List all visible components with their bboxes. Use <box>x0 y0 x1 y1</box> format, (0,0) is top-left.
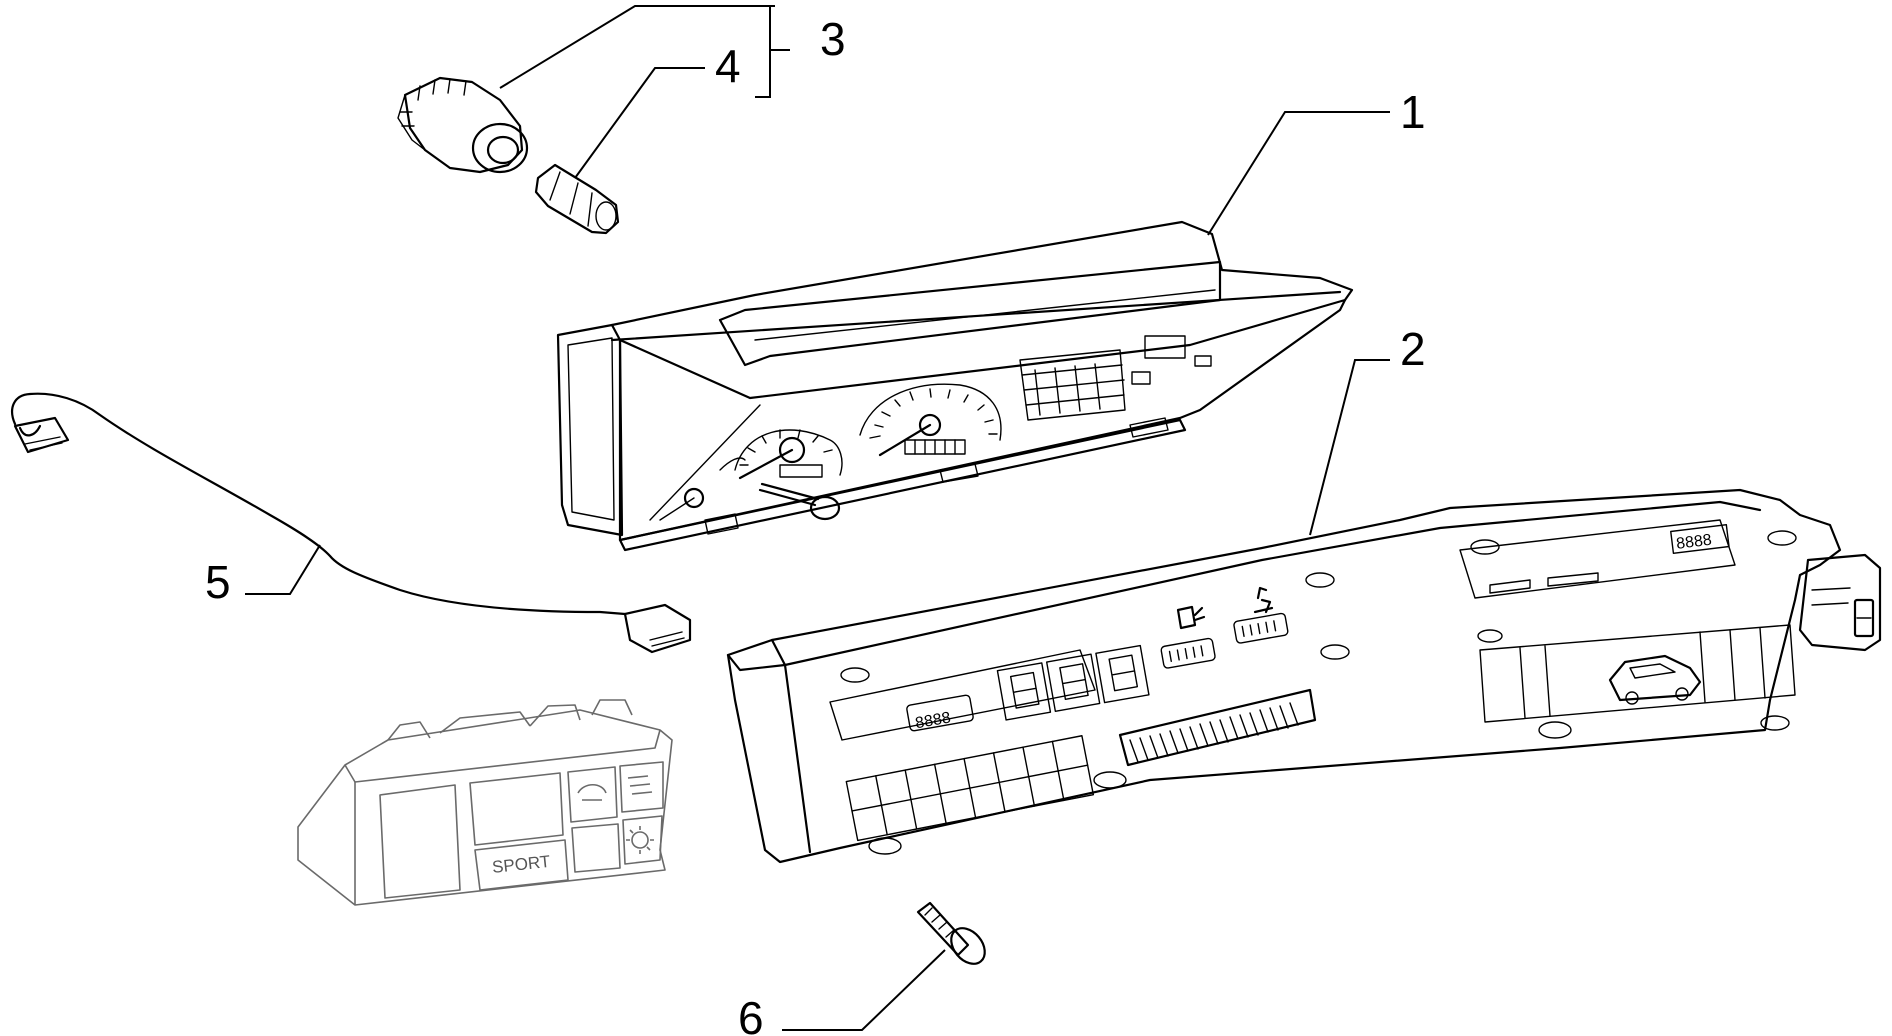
instrument-cluster <box>556 220 1354 552</box>
svg-text:8888: 8888 <box>1675 532 1713 553</box>
callout-3: 3 <box>820 13 846 65</box>
callout-2: 2 <box>1400 323 1426 375</box>
display-panel: 8888 8888 <box>726 488 1882 864</box>
wire-harness <box>11 392 692 654</box>
callout-1: 1 <box>1400 86 1426 138</box>
svg-text:8888: 8888 <box>914 709 952 732</box>
screw <box>916 901 986 965</box>
lamp-socket <box>397 76 529 174</box>
leader-lines <box>245 5 1390 1031</box>
sport-label: SPORT <box>491 852 551 877</box>
callout-6: 6 <box>738 992 764 1036</box>
callout-5: 5 <box>205 556 231 608</box>
callout-4: 4 <box>715 40 741 92</box>
reference-switch-panel: SPORT <box>297 699 673 906</box>
